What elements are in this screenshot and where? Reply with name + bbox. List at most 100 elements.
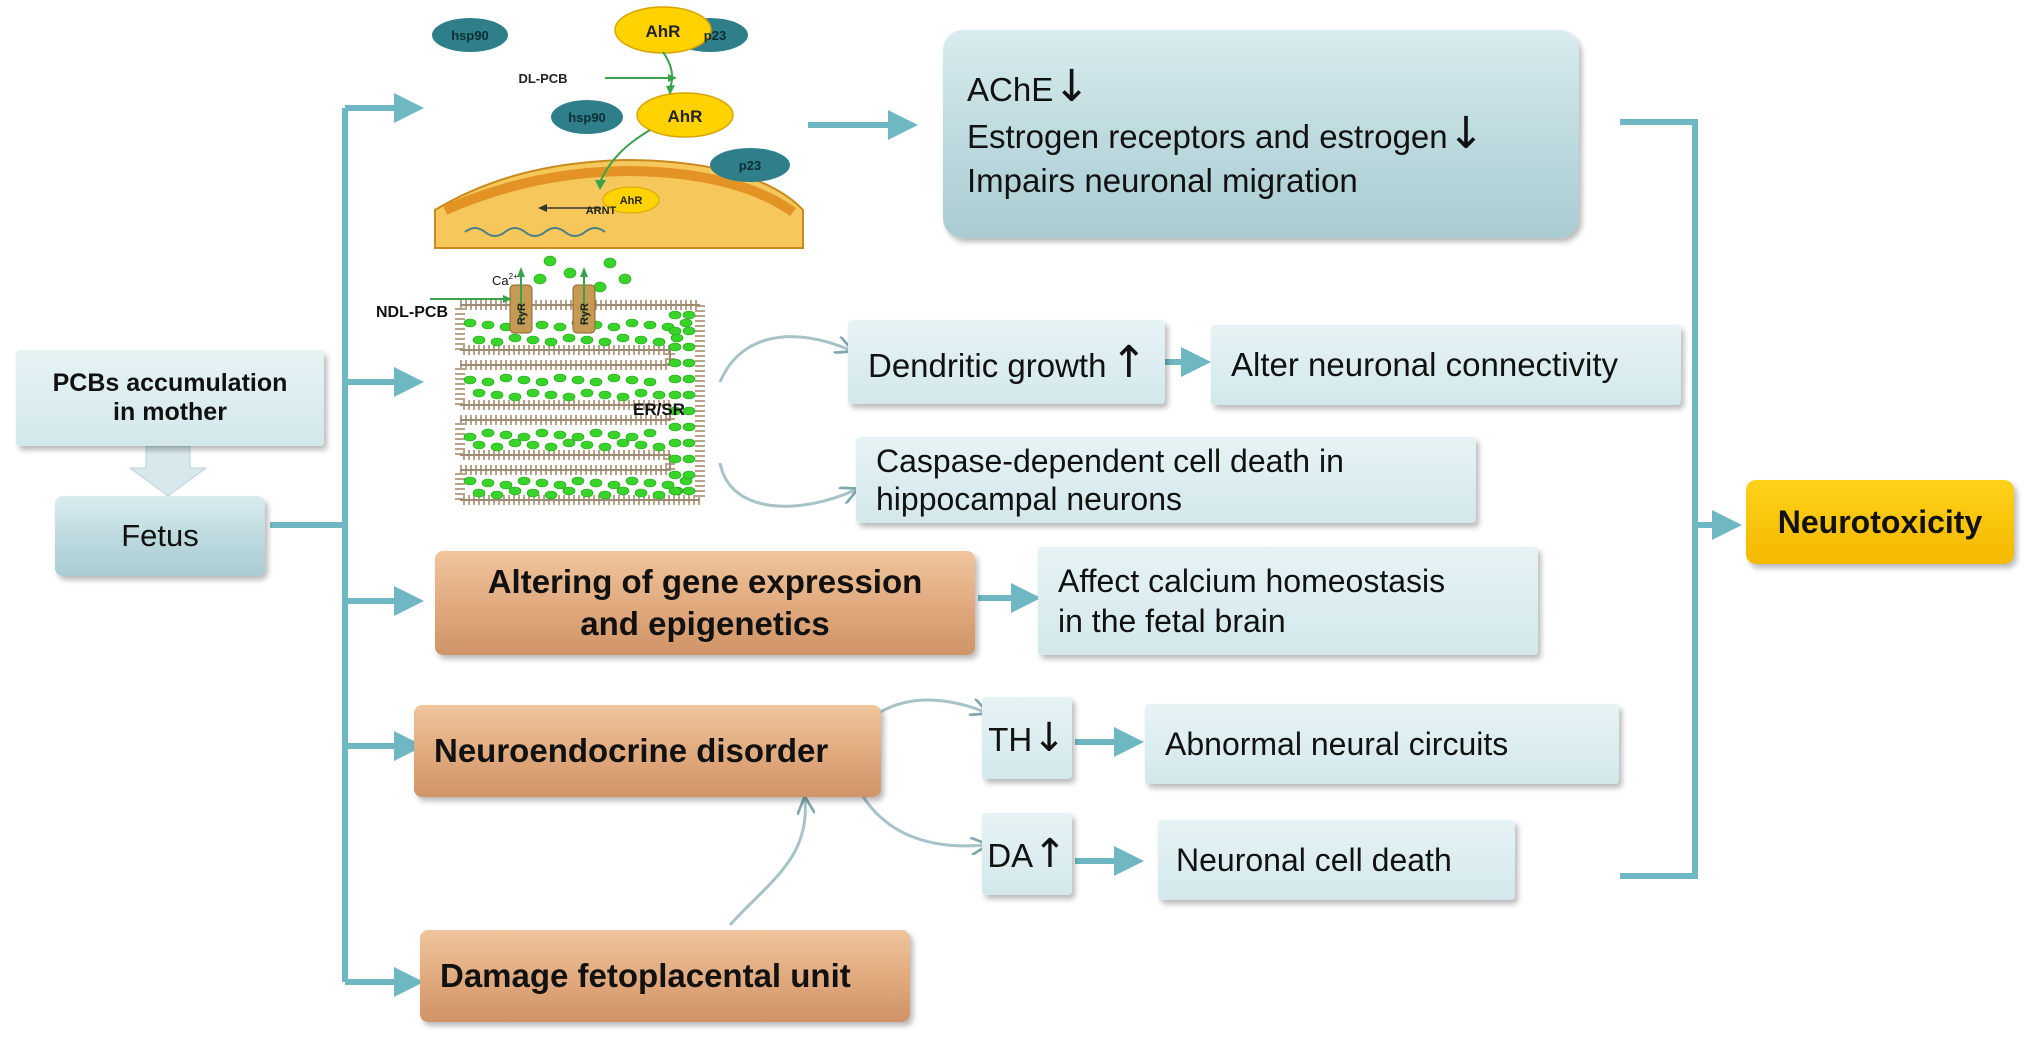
ache-down-arrow: ↓	[1053, 61, 1091, 112]
connectivity-box: Alter neuronal connectivity	[1211, 325, 1681, 405]
hsp90-mid	[551, 100, 623, 134]
th-line: TH↓	[988, 715, 1066, 761]
calcium-dot	[625, 476, 639, 486]
calcium-dot	[544, 442, 558, 452]
ahr-mid	[636, 92, 734, 138]
cell-death-label: Neuronal cell death	[1176, 841, 1452, 878]
calcium-dot	[607, 480, 621, 490]
calcium-dot	[598, 442, 612, 452]
pcb-accumulation-line-1: PCBs accumulation	[52, 369, 288, 397]
neural-circuits-box: Abnormal neural circuits	[1145, 704, 1619, 784]
calcium-dot	[682, 486, 696, 496]
calcium-dot	[580, 440, 594, 450]
calcium-dot-released	[603, 257, 617, 269]
ryr-label-1: RyR	[516, 303, 528, 325]
estrogen-label: Estrogen receptors and estrogen	[967, 118, 1448, 155]
curve-fetoplacental-to-neuroendocrine	[728, 800, 805, 926]
calcium-dot	[472, 388, 486, 398]
calcium-dot	[553, 322, 567, 332]
calcium-dot	[616, 392, 630, 402]
ahr-pathway-figure: hsp90 p23 AhR DL-PCB hsp90 AhR p23 AhR A…	[432, 6, 804, 249]
calcium-dot	[499, 480, 513, 490]
calcium-line-1: Affect calcium homeostasis	[1058, 563, 1446, 599]
calcium-dot-released	[563, 267, 577, 279]
calcium-dot	[553, 480, 567, 490]
calcium-dot	[472, 488, 486, 498]
ache-label: AChE	[967, 71, 1054, 108]
calcium-dot	[508, 486, 522, 496]
ndl-pcb-label: NDL-PCB	[376, 304, 448, 321]
calcium-dot-released	[593, 281, 607, 293]
fetoplacental-label: Damage fetoplacental unit	[440, 957, 851, 994]
calcium-dot	[553, 373, 567, 383]
calcium-dot	[463, 375, 477, 385]
calcium-dot	[668, 438, 682, 448]
calcium-dot	[598, 337, 612, 347]
dendritic-growth-box: Dendritic growth↑	[848, 320, 1165, 404]
calcium-dot	[643, 377, 657, 387]
calcium-dot	[589, 428, 603, 438]
calcium-dot	[589, 478, 603, 488]
calcium-dot	[682, 438, 696, 448]
neuroendocrine-label: Neuroendocrine disorder	[434, 732, 829, 769]
calcium-dot	[643, 428, 657, 438]
pcb-accumulation-box: PCBs accumulation in mother	[16, 350, 324, 446]
calcium-dot	[682, 422, 696, 432]
calcium-dot	[668, 454, 682, 464]
fetus-box: Fetus	[55, 496, 265, 576]
dendritic-label: Dendritic growth	[868, 346, 1107, 384]
th-label: TH	[988, 721, 1033, 758]
calcium-dot	[526, 440, 540, 450]
calcium-dot	[607, 373, 621, 383]
ca-superscript: 2+	[509, 272, 518, 281]
calcium-dot	[625, 432, 639, 442]
calcium-dot	[668, 342, 682, 352]
neuronal-cell-death-box: Neuronal cell death	[1158, 820, 1515, 900]
calcium-ion-label: Ca2+	[492, 272, 518, 288]
calcium-dot	[668, 390, 682, 400]
calcium-dot	[682, 406, 696, 416]
calcium-dot	[652, 442, 666, 452]
hsp90-top-label: hsp90	[451, 28, 489, 43]
calcium-dot	[571, 375, 585, 385]
calcium-dot	[661, 480, 675, 490]
caspase-line-2: hippocampal neurons	[876, 481, 1182, 517]
calcium-dot	[634, 440, 648, 450]
caspase-box: Caspase-dependent cell death in hippocam…	[856, 437, 1476, 523]
calcium-dot	[625, 375, 639, 385]
dendritic-up-arrow: ↑	[1110, 336, 1148, 388]
p23-mid	[710, 148, 790, 182]
calcium-dot	[668, 422, 682, 432]
calcium-dot	[490, 337, 504, 347]
estrogen-down-arrow: ↓	[1447, 108, 1485, 159]
calcium-dot	[652, 490, 666, 500]
calcium-dot	[481, 320, 495, 330]
calcium-dot	[562, 438, 576, 448]
ahr-nucleus	[602, 186, 660, 214]
calcium-dot	[668, 358, 682, 368]
calcium-dot	[682, 358, 696, 368]
calcium-dot	[499, 373, 513, 383]
calcium-dot	[616, 438, 630, 448]
arnt-label: ARNT	[586, 205, 617, 217]
calcium-dot	[535, 428, 549, 438]
calcium-dot	[682, 326, 696, 336]
calcium-dot	[553, 430, 567, 440]
ca-text: Ca	[492, 273, 509, 288]
calcium-dot	[580, 388, 594, 398]
calcium-dot	[668, 310, 682, 320]
calcium-dot	[625, 318, 639, 328]
gene-line-2: and epigenetics	[580, 605, 830, 642]
calcium-dot	[535, 320, 549, 330]
calcium-dot	[499, 430, 513, 440]
calcium-dot	[682, 390, 696, 400]
da-up-arrow: ↑	[1033, 831, 1067, 877]
calcium-dot	[463, 318, 477, 328]
ahr-top-label: AhR	[646, 22, 681, 41]
mother-to-fetus-arrow	[128, 445, 208, 497]
calcium-dot	[670, 333, 684, 343]
calcium-dot	[668, 326, 682, 336]
calcium-dot	[589, 377, 603, 387]
